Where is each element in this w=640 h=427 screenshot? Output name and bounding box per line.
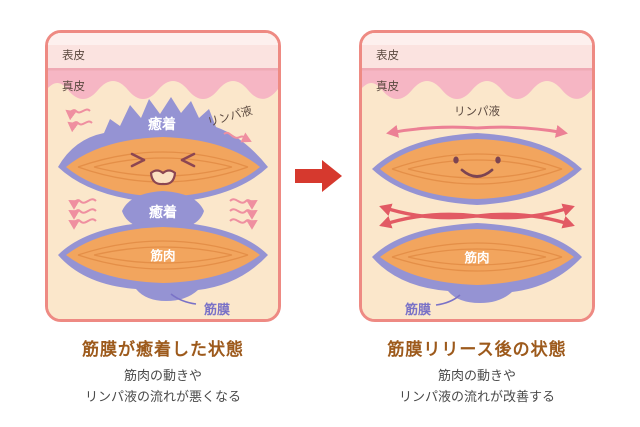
epidermis-highlight: [48, 33, 278, 45]
epidermis-highlight: [362, 33, 592, 45]
lymph-label: リンパ液: [454, 104, 500, 118]
squiggle-arrow-icon: [65, 108, 91, 121]
squiggle-arrow-icon: [68, 198, 97, 210]
after-illustration: 表皮 真皮 リンパ液 筋肉 筋膜: [362, 33, 592, 319]
epidermis-dermis-divider: [48, 68, 278, 71]
lower-muscle: [66, 227, 260, 283]
lymph-flow-arrow-icon: [476, 124, 568, 138]
fascia-label: 筋膜: [203, 302, 230, 318]
squiggle-arrow-icon: [229, 218, 258, 230]
before-title: 筋膜が癒着した状態: [82, 340, 244, 360]
muscle-fibers: [391, 153, 563, 185]
fascia-leader-line: [435, 294, 461, 306]
epidermis-label: 表皮: [376, 48, 399, 62]
lymph-flow-arrow-icon: [386, 124, 478, 138]
before-description-line2: リンパ液の流れが悪くなる: [84, 389, 241, 405]
dermis-layer: [48, 69, 278, 99]
after-panel: 表皮 真皮 リンパ液 筋肉 筋膜: [359, 30, 595, 322]
epidermis-label: 表皮: [62, 48, 85, 62]
fascia-label: 筋膜: [404, 302, 431, 318]
panels-row: 表皮 真皮 癒着 リンパ液 癒着 筋肉 筋膜 筋膜が癒着した状態 筋肉の動きや …: [45, 30, 595, 409]
squiggle-arrow-icon: [68, 218, 97, 230]
muscle-label: 筋肉: [463, 250, 489, 265]
distressed-mouth-icon: [149, 169, 177, 186]
adhesion-mid-label: 癒着: [149, 204, 177, 221]
before-panel: 表皮 真皮 癒着 リンパ液 癒着 筋肉 筋膜: [45, 30, 281, 322]
after-description-line2: リンパ液の流れが改善する: [398, 389, 555, 405]
glide-arrow-icon: [379, 212, 478, 229]
before-description: 筋肉の動きや リンパ液の流れが悪くなる: [85, 367, 241, 409]
epidermis-dermis-divider: [362, 68, 592, 71]
smile-icon: [460, 168, 494, 178]
muscle-fibers: [77, 240, 249, 270]
glide-arrow-icon: [476, 212, 575, 229]
muscle-label: 筋肉: [149, 248, 175, 263]
squiggle-arrow-icon: [67, 120, 93, 133]
right-arrow-icon: [295, 160, 342, 192]
squiggle-arrow-icon: [229, 198, 258, 210]
after-description: 筋肉の動きや リンパ液の流れが改善する: [399, 367, 555, 409]
before-column: 表皮 真皮 癒着 リンパ液 癒着 筋肉 筋膜 筋膜が癒着した状態 筋肉の動きや …: [45, 30, 281, 409]
before-description-line1: 筋肉の動きや: [123, 369, 202, 384]
adhesion-top-label: 癒着: [148, 116, 176, 133]
muscle-fibers: [391, 242, 563, 272]
upper-muscle: [380, 139, 574, 199]
squiggle-arrow-icon: [223, 131, 252, 143]
squiggle-arrow-icon: [68, 208, 97, 220]
before-illustration: 表皮 真皮 癒着 リンパ液 癒着 筋肉 筋膜: [48, 33, 278, 319]
distressed-eyes-icon: [130, 152, 196, 168]
after-description-line1: 筋肉の動きや: [437, 369, 516, 384]
after-title: 筋膜リリース後の状態: [387, 340, 567, 360]
lower-muscle: [380, 229, 574, 285]
after-column: 表皮 真皮 リンパ液 筋肉 筋膜 筋膜リリース後の状態 筋肉の動きや リンパ液の…: [359, 30, 595, 409]
fascia-leader-line: [170, 293, 197, 305]
upper-muscle: [66, 137, 260, 197]
adhesion-blob-middle: [122, 191, 204, 231]
dermis-label: 真皮: [62, 79, 85, 93]
transition-arrow: [281, 30, 359, 195]
squiggle-arrow-icon: [229, 208, 258, 220]
happy-eye-icon: [453, 156, 459, 164]
dermis-label: 真皮: [376, 79, 399, 93]
dermis-layer: [362, 69, 592, 99]
happy-eye-icon: [495, 156, 501, 164]
